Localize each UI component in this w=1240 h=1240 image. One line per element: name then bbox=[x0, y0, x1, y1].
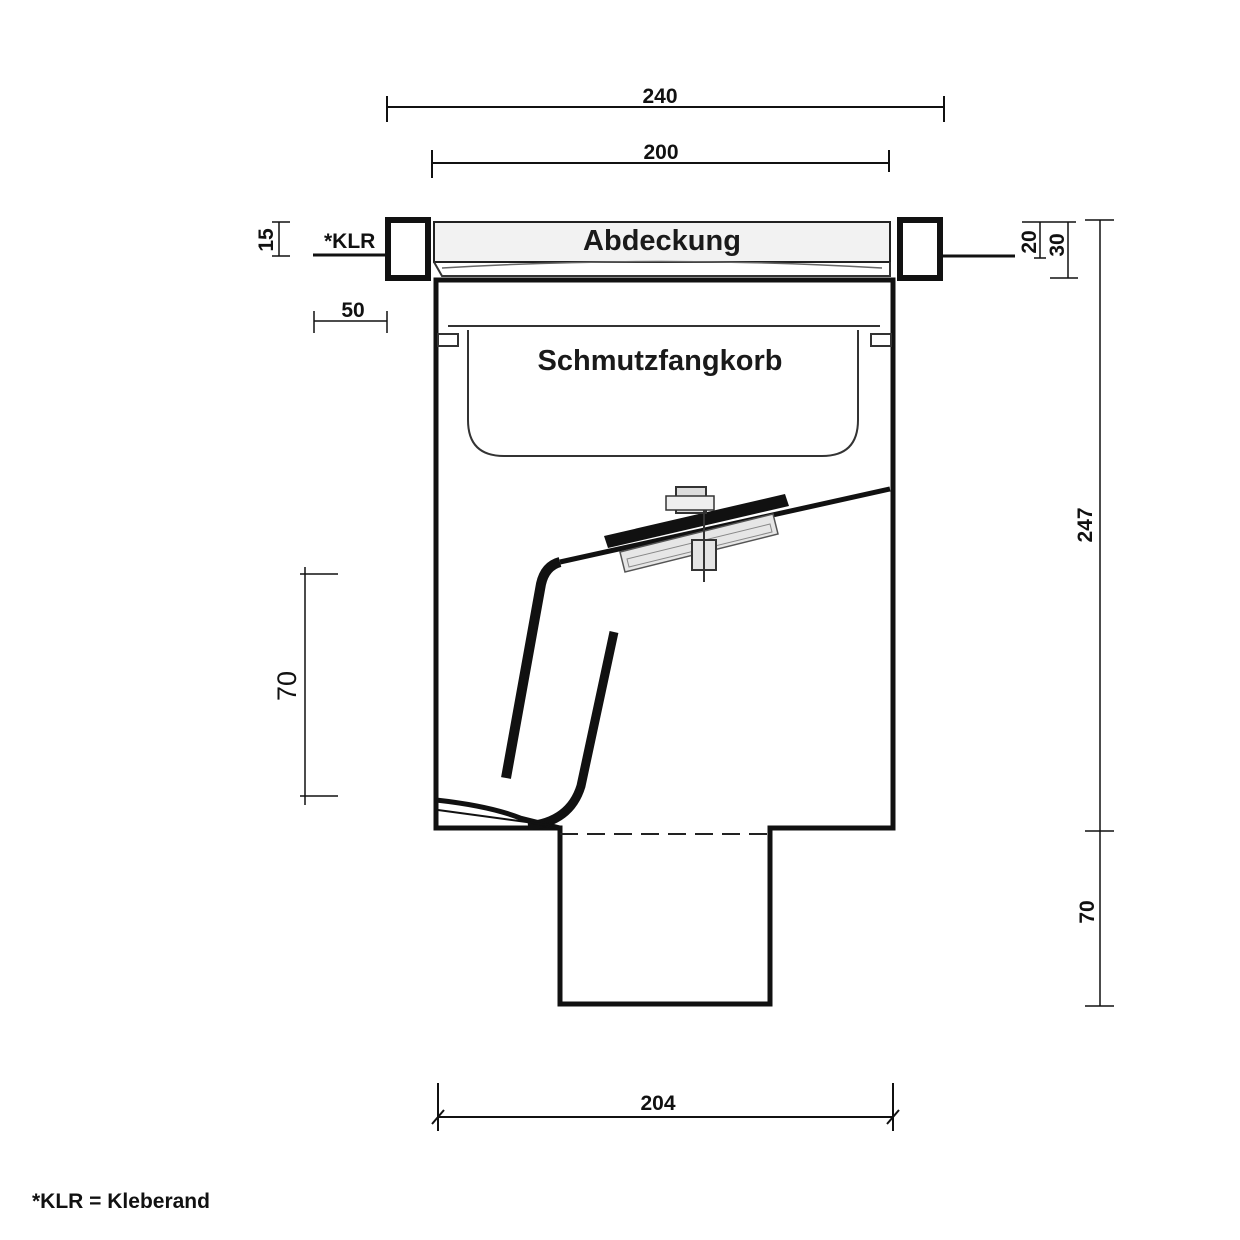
frame-profile-left bbox=[385, 217, 431, 281]
dimension-klr-height bbox=[272, 221, 290, 257]
dimension-cover-width-label: 200 bbox=[643, 141, 678, 164]
dimension-frame-height-30-label: 30 bbox=[1046, 233, 1069, 256]
odour-trap bbox=[435, 486, 891, 831]
dimension-klr-height-label: 15 bbox=[255, 228, 278, 252]
dimension-trap-height-label: 70 bbox=[272, 671, 302, 701]
cover bbox=[433, 221, 891, 277]
dimension-cover-width bbox=[431, 150, 890, 178]
dimension-klr-width bbox=[313, 311, 388, 333]
dimension-outlet-span bbox=[431, 1083, 900, 1131]
dimension-outlet-height-label: 70 bbox=[1076, 900, 1099, 923]
dirt-basket-label: Schmutzfangkorb bbox=[538, 345, 783, 377]
dimension-total-width bbox=[386, 96, 945, 122]
dimension-outlet-span-label: 204 bbox=[640, 1092, 675, 1115]
klr-footnote: *KLR = Kleberand bbox=[32, 1190, 210, 1213]
dirt-basket bbox=[437, 325, 892, 457]
klr-label: *KLR bbox=[324, 230, 375, 253]
dimension-body-height bbox=[1085, 219, 1114, 1007]
dimension-frame-height-20-label: 20 bbox=[1018, 230, 1041, 253]
dimension-total-width-label: 240 bbox=[642, 85, 677, 108]
dimension-body-height-label: 247 bbox=[1074, 507, 1097, 542]
dimension-klr-width-label: 50 bbox=[341, 299, 364, 322]
frame-profile-right bbox=[897, 217, 943, 281]
cover-label: Abdeckung bbox=[583, 225, 741, 257]
dimension-trap-height bbox=[300, 567, 338, 805]
dimension-frame-heights bbox=[1022, 221, 1078, 279]
drain-body bbox=[433, 277, 896, 1007]
